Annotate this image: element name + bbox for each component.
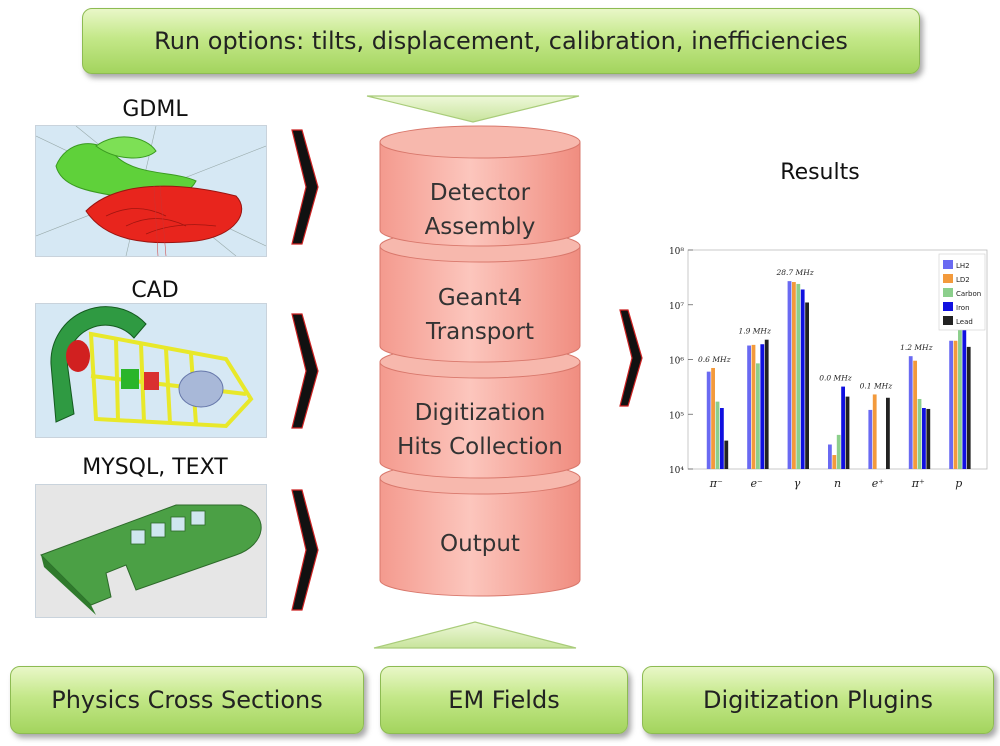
down-arrow-icon <box>366 95 580 123</box>
stage-geant4-label: Geant4 Transport <box>426 285 534 345</box>
legend-swatch-iron <box>943 302 953 311</box>
up-arrow-icon <box>373 621 577 649</box>
y-tick-label: 10⁶ <box>669 357 684 367</box>
bar-carbon-3 <box>836 434 841 469</box>
x-tick-label: γ <box>794 477 801 490</box>
y-tick-label: 10⁷ <box>669 302 684 312</box>
bar-lead-4 <box>886 397 890 469</box>
x-tick-label: π⁻ <box>709 477 723 490</box>
legend-swatch-lh2 <box>943 260 953 269</box>
legend-label-lead: Lead <box>956 318 973 326</box>
gdml-label: GDML <box>122 97 188 122</box>
bar-ld2-5 <box>913 360 918 469</box>
rate-annotation: 0.0 MHz <box>819 374 852 383</box>
chevron-right-icon <box>291 489 319 611</box>
cylinder-detector <box>379 125 581 247</box>
x-tick-label: π⁺ <box>911 477 925 490</box>
simulation-pipeline-stack <box>379 125 581 597</box>
rate-annotation: 0.6 MHz <box>698 355 731 364</box>
bar-lead-5 <box>926 408 931 469</box>
bar-lh2-1 <box>747 345 751 469</box>
legend-swatch-ld2 <box>943 274 953 283</box>
bar-lead-2 <box>805 302 809 469</box>
rate-annotation: 0.1 MHz <box>860 381 893 390</box>
bar-iron-3 <box>841 386 845 469</box>
bar-ld2-2 <box>791 282 796 469</box>
legend-label-carbon: Carbon <box>956 290 981 298</box>
legend-label-iron: Iron <box>956 304 970 312</box>
bar-iron-6 <box>962 321 967 469</box>
em-fields-label: EM Fields <box>448 686 560 714</box>
bar-ld2-1 <box>751 344 756 469</box>
bar-lh2-6 <box>949 340 954 469</box>
legend-swatch-lead <box>943 316 953 325</box>
digitization-plugins-label: Digitization Plugins <box>702 686 933 714</box>
mysql-text-label: MYSQL, TEXT <box>82 455 228 480</box>
chevron-right-icon <box>291 129 319 245</box>
bar-ld2-6 <box>953 340 958 469</box>
chevron-right-icon <box>291 313 319 429</box>
bar-lh2-4 <box>868 409 873 469</box>
bar-iron-2 <box>800 289 805 469</box>
bar-carbon-2 <box>796 283 801 469</box>
bar-iron-1 <box>760 344 765 469</box>
x-tick-label: n <box>834 477 841 490</box>
bar-ld2-0 <box>711 367 715 469</box>
bar-lead-6 <box>966 346 971 469</box>
bar-carbon-5 <box>917 398 922 469</box>
rates-bar-chart: 10⁴ 10⁵ 10⁶ 10⁷ 10⁸ π⁻ 0.6 MHz e⁻ 1.9 MHz γ 28.7 M… <box>669 247 988 490</box>
cad-label: CAD <box>131 278 179 303</box>
gdml-geometry-image <box>35 125 267 257</box>
bar-lh2-0 <box>706 371 711 469</box>
bar-iron-5 <box>922 408 926 469</box>
mysql-geometry-image <box>35 484 267 618</box>
bar-carbon-0 <box>715 401 720 469</box>
bar-carbon-1 <box>755 363 760 469</box>
y-tick-label: 10⁴ <box>669 466 684 476</box>
y-tick-label: 10⁸ <box>669 247 684 257</box>
results-label: Results <box>780 160 860 185</box>
bar-lh2-2 <box>787 281 792 469</box>
x-tick-label: e⁻ <box>751 477 764 490</box>
run-options-label: Run options: tilts, displacement, calibr… <box>154 27 848 55</box>
legend-swatch-carbon <box>943 288 953 297</box>
bar-lead-1 <box>764 339 769 469</box>
bar-lead-3 <box>845 396 850 469</box>
bar-carbon-6 <box>958 314 962 469</box>
legend-label-lh2: LH2 <box>956 262 970 270</box>
em-fields-bar: EM Fields <box>380 666 628 734</box>
bar-iron-0 <box>719 408 724 469</box>
bar-lh2-5 <box>908 356 913 469</box>
stage-detector-label: Detector Assembly <box>424 180 536 240</box>
x-tick-label: p <box>955 477 962 490</box>
rate-annotation: 1.2 MHz <box>900 343 933 352</box>
digitization-plugins-bar: Digitization Plugins <box>642 666 994 734</box>
legend-label-ld2: LD2 <box>956 276 970 284</box>
rate-annotation: 1.9 MHz <box>738 327 771 336</box>
run-options-bar: Run options: tilts, displacement, calibr… <box>82 8 920 74</box>
physics-cross-sections-label: Physics Cross Sections <box>51 686 323 714</box>
bar-lead-0 <box>724 440 729 469</box>
cad-geometry-image <box>35 303 267 438</box>
chevron-right-icon <box>619 309 643 407</box>
bar-ld2-3 <box>832 455 837 469</box>
physics-cross-sections-bar: Physics Cross Sections <box>10 666 364 734</box>
bar-ld2-4 <box>872 394 877 469</box>
stage-output-label: Output <box>440 531 520 557</box>
x-tick-label: e⁺ <box>872 477 885 490</box>
rate-annotation: 28.7 MHz <box>775 268 813 277</box>
bar-lh2-3 <box>828 444 832 469</box>
stage-digitization-label: Digitization Hits Collection <box>397 400 563 460</box>
y-tick-label: 10⁵ <box>669 411 684 421</box>
